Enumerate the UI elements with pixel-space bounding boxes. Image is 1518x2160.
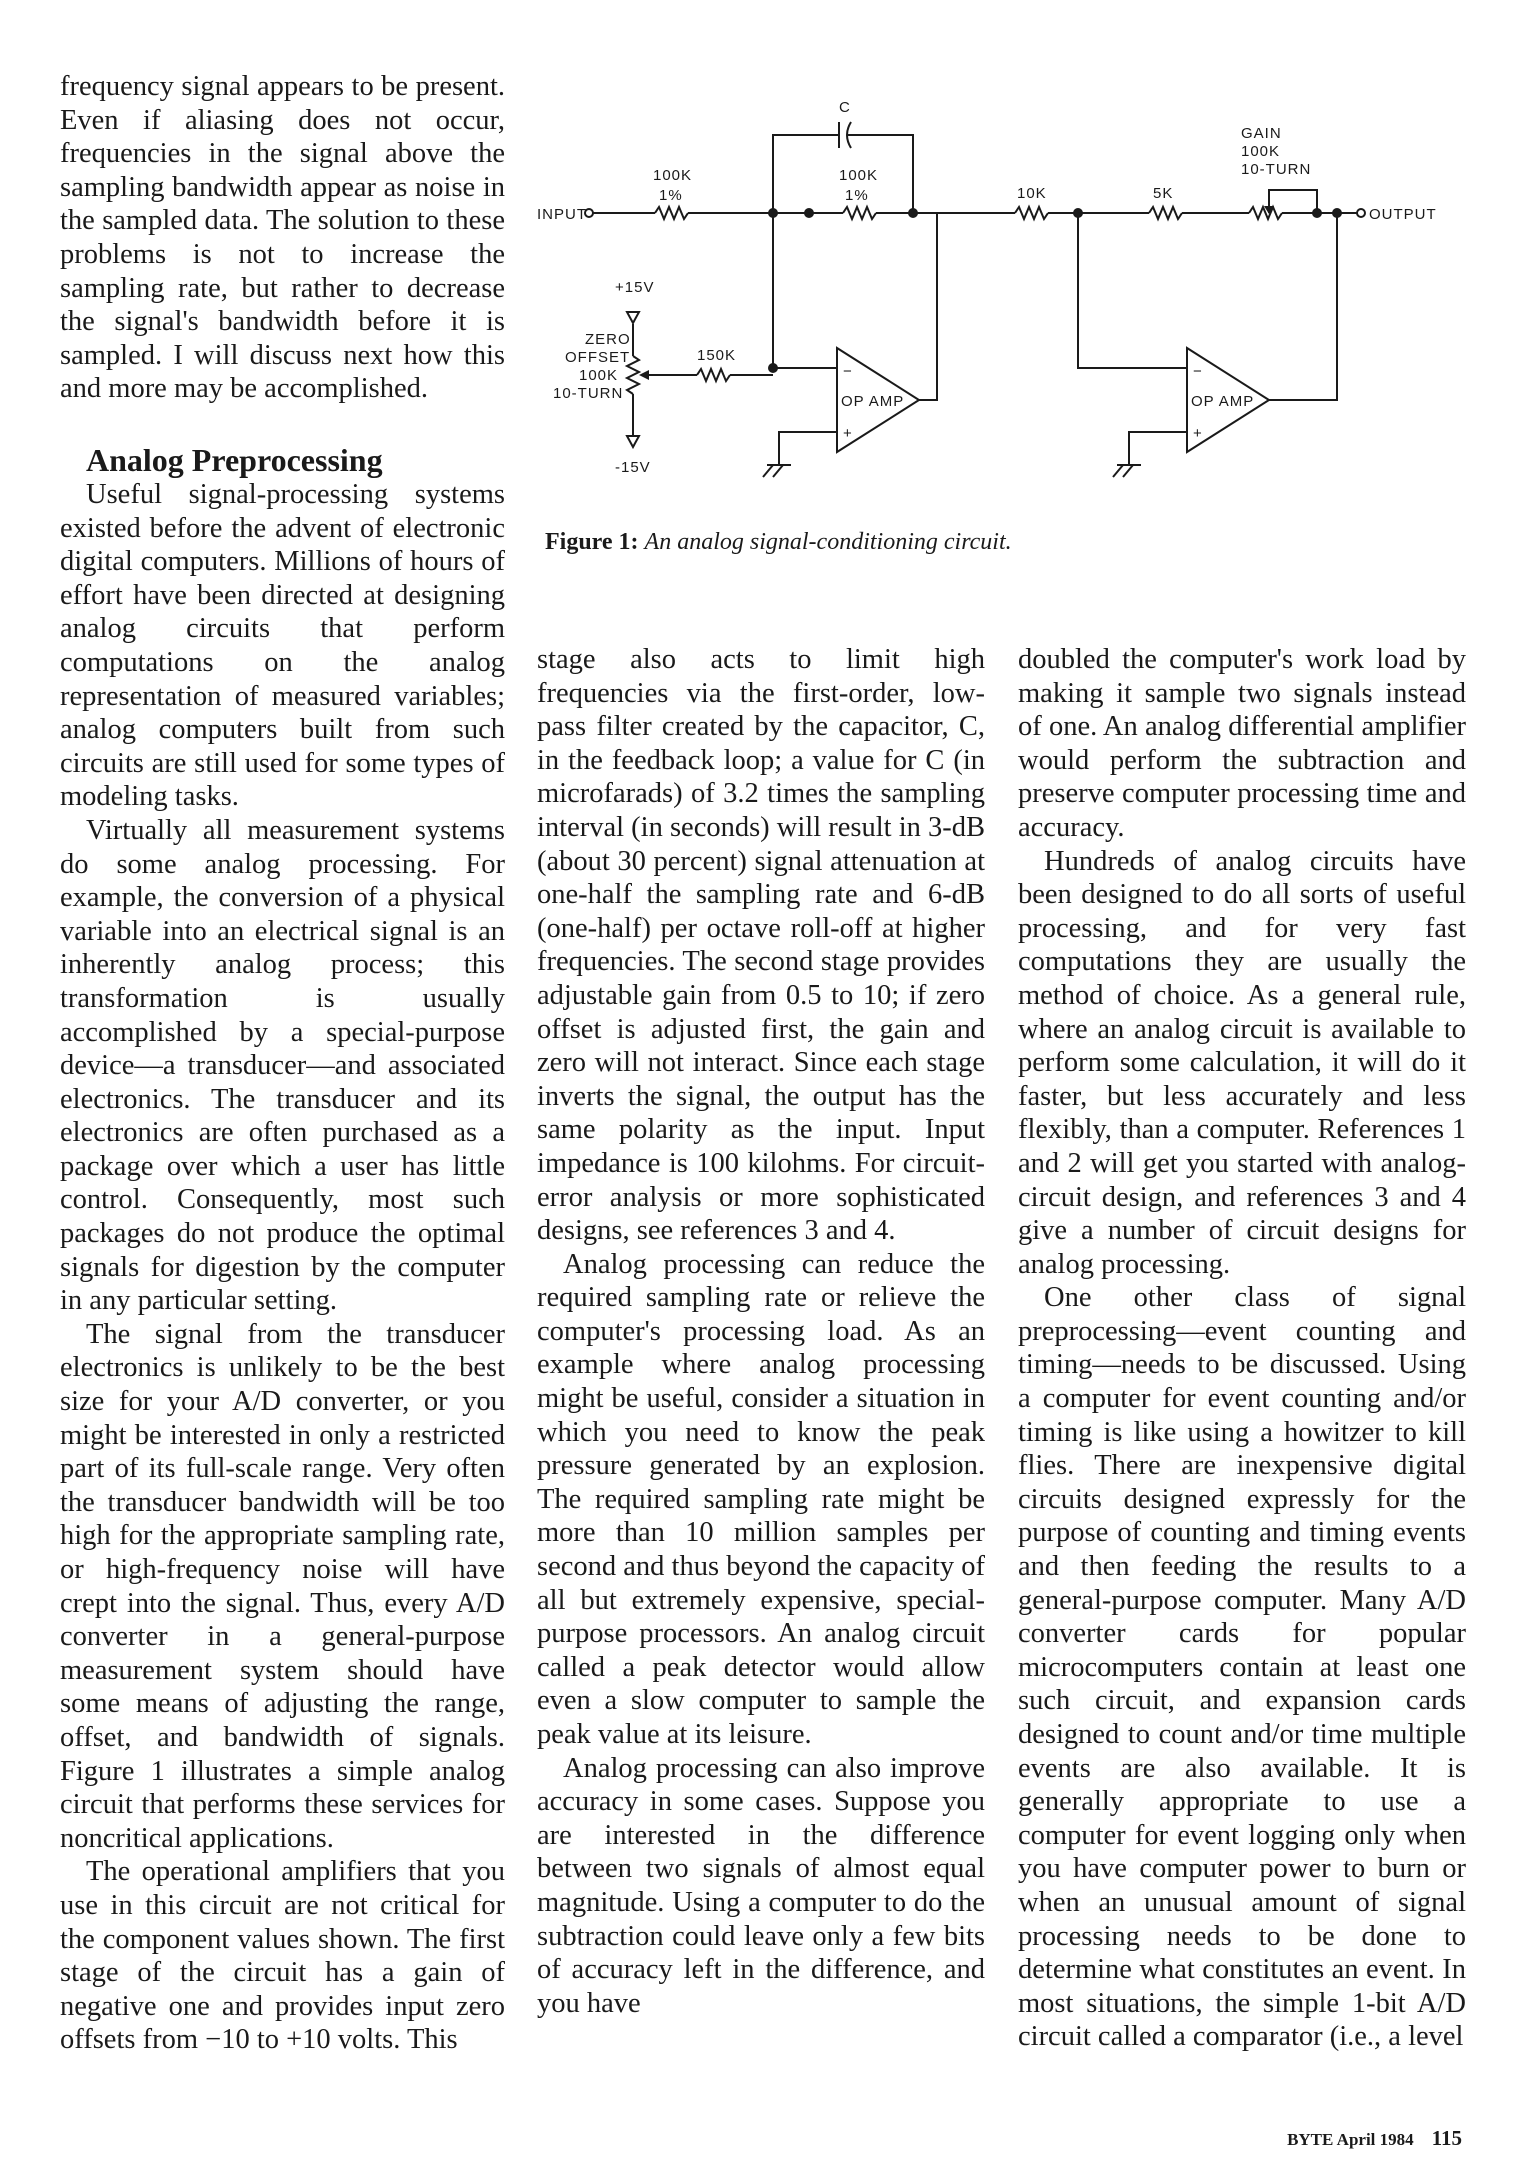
magazine-issue: BYTE April 1984 bbox=[1287, 2130, 1414, 2149]
paragraph: frequency signal appears to be present. … bbox=[60, 71, 505, 405]
r4-label: 5K bbox=[1153, 185, 1173, 202]
op-amp-2-plus: + bbox=[1193, 425, 1203, 442]
figure-1-circuit-diagram: INPUT OUTPUT 100K 1% C 100K 1% 10K 5K GA… bbox=[537, 80, 1467, 520]
op-amp-2-label: OP AMP bbox=[1191, 393, 1254, 410]
column-3: doubled the computer's work load by maki… bbox=[1018, 643, 1466, 2054]
op-amp-1-label: OP AMP bbox=[841, 393, 904, 410]
input-label: INPUT bbox=[537, 206, 587, 223]
zero-value: 100K bbox=[579, 367, 618, 384]
r2-tolerance: 1% bbox=[845, 187, 869, 204]
paragraph: Useful signal-processing systems existed… bbox=[60, 479, 505, 813]
figure-caption: Figure 1: An analog signal-conditioning … bbox=[545, 527, 1445, 557]
r1-tolerance: 1% bbox=[659, 187, 683, 204]
gain-turn: 10-TURN bbox=[1241, 161, 1311, 178]
section-heading: Analog Preprocessing bbox=[86, 442, 383, 478]
caption-label: Figure 1: bbox=[545, 529, 639, 555]
paragraph: The operational amplifiers that you use … bbox=[60, 1856, 505, 2056]
r3-label: 10K bbox=[1017, 185, 1047, 202]
column-1-top: frequency signal appears to be present. … bbox=[60, 70, 505, 406]
column-2: stage also acts to limit high frequencie… bbox=[537, 643, 985, 2020]
capacitor-label: C bbox=[839, 99, 851, 116]
zero-label: ZERO bbox=[585, 331, 631, 348]
paragraph: Analog processing can also improve accur… bbox=[537, 1752, 985, 2019]
gain-label: GAIN bbox=[1241, 125, 1282, 142]
zero-turn: 10-TURN bbox=[553, 385, 623, 402]
caption-text: An analog signal-conditioning circuit. bbox=[644, 529, 1012, 555]
paragraph: Virtually all measurement systems do som… bbox=[60, 814, 505, 1317]
paragraph: Hundreds of analog circuits have been de… bbox=[1018, 845, 1466, 1280]
r5-label: 150K bbox=[697, 347, 736, 364]
output-label: OUTPUT bbox=[1369, 206, 1437, 223]
negative-supply-label: -15V bbox=[615, 459, 651, 476]
op-amp-2-minus: − bbox=[1193, 363, 1203, 380]
page-number: 115 bbox=[1431, 2126, 1462, 2150]
op-amp-1-plus: + bbox=[843, 425, 853, 442]
page-footer: BYTE April 1984 115 bbox=[1287, 2126, 1462, 2151]
r2-label: 100K bbox=[839, 167, 878, 184]
gain-value: 100K bbox=[1241, 143, 1280, 160]
paragraph: stage also acts to limit high frequencie… bbox=[537, 644, 985, 1247]
column-1: Analog Preprocessing Useful signal-proce… bbox=[60, 442, 505, 2057]
paragraph: One other class of signal preprocessing—… bbox=[1018, 1282, 1466, 2053]
paragraph: The signal from the transducer electroni… bbox=[60, 1318, 505, 1854]
positive-supply-label: +15V bbox=[615, 279, 654, 296]
r1-label: 100K bbox=[653, 167, 692, 184]
offset-label: OFFSET bbox=[565, 349, 630, 366]
paragraph: doubled the computer's work load by maki… bbox=[1018, 644, 1466, 843]
op-amp-1-minus: − bbox=[843, 363, 853, 380]
paragraph: Analog processing can reduce the require… bbox=[537, 1248, 985, 1750]
